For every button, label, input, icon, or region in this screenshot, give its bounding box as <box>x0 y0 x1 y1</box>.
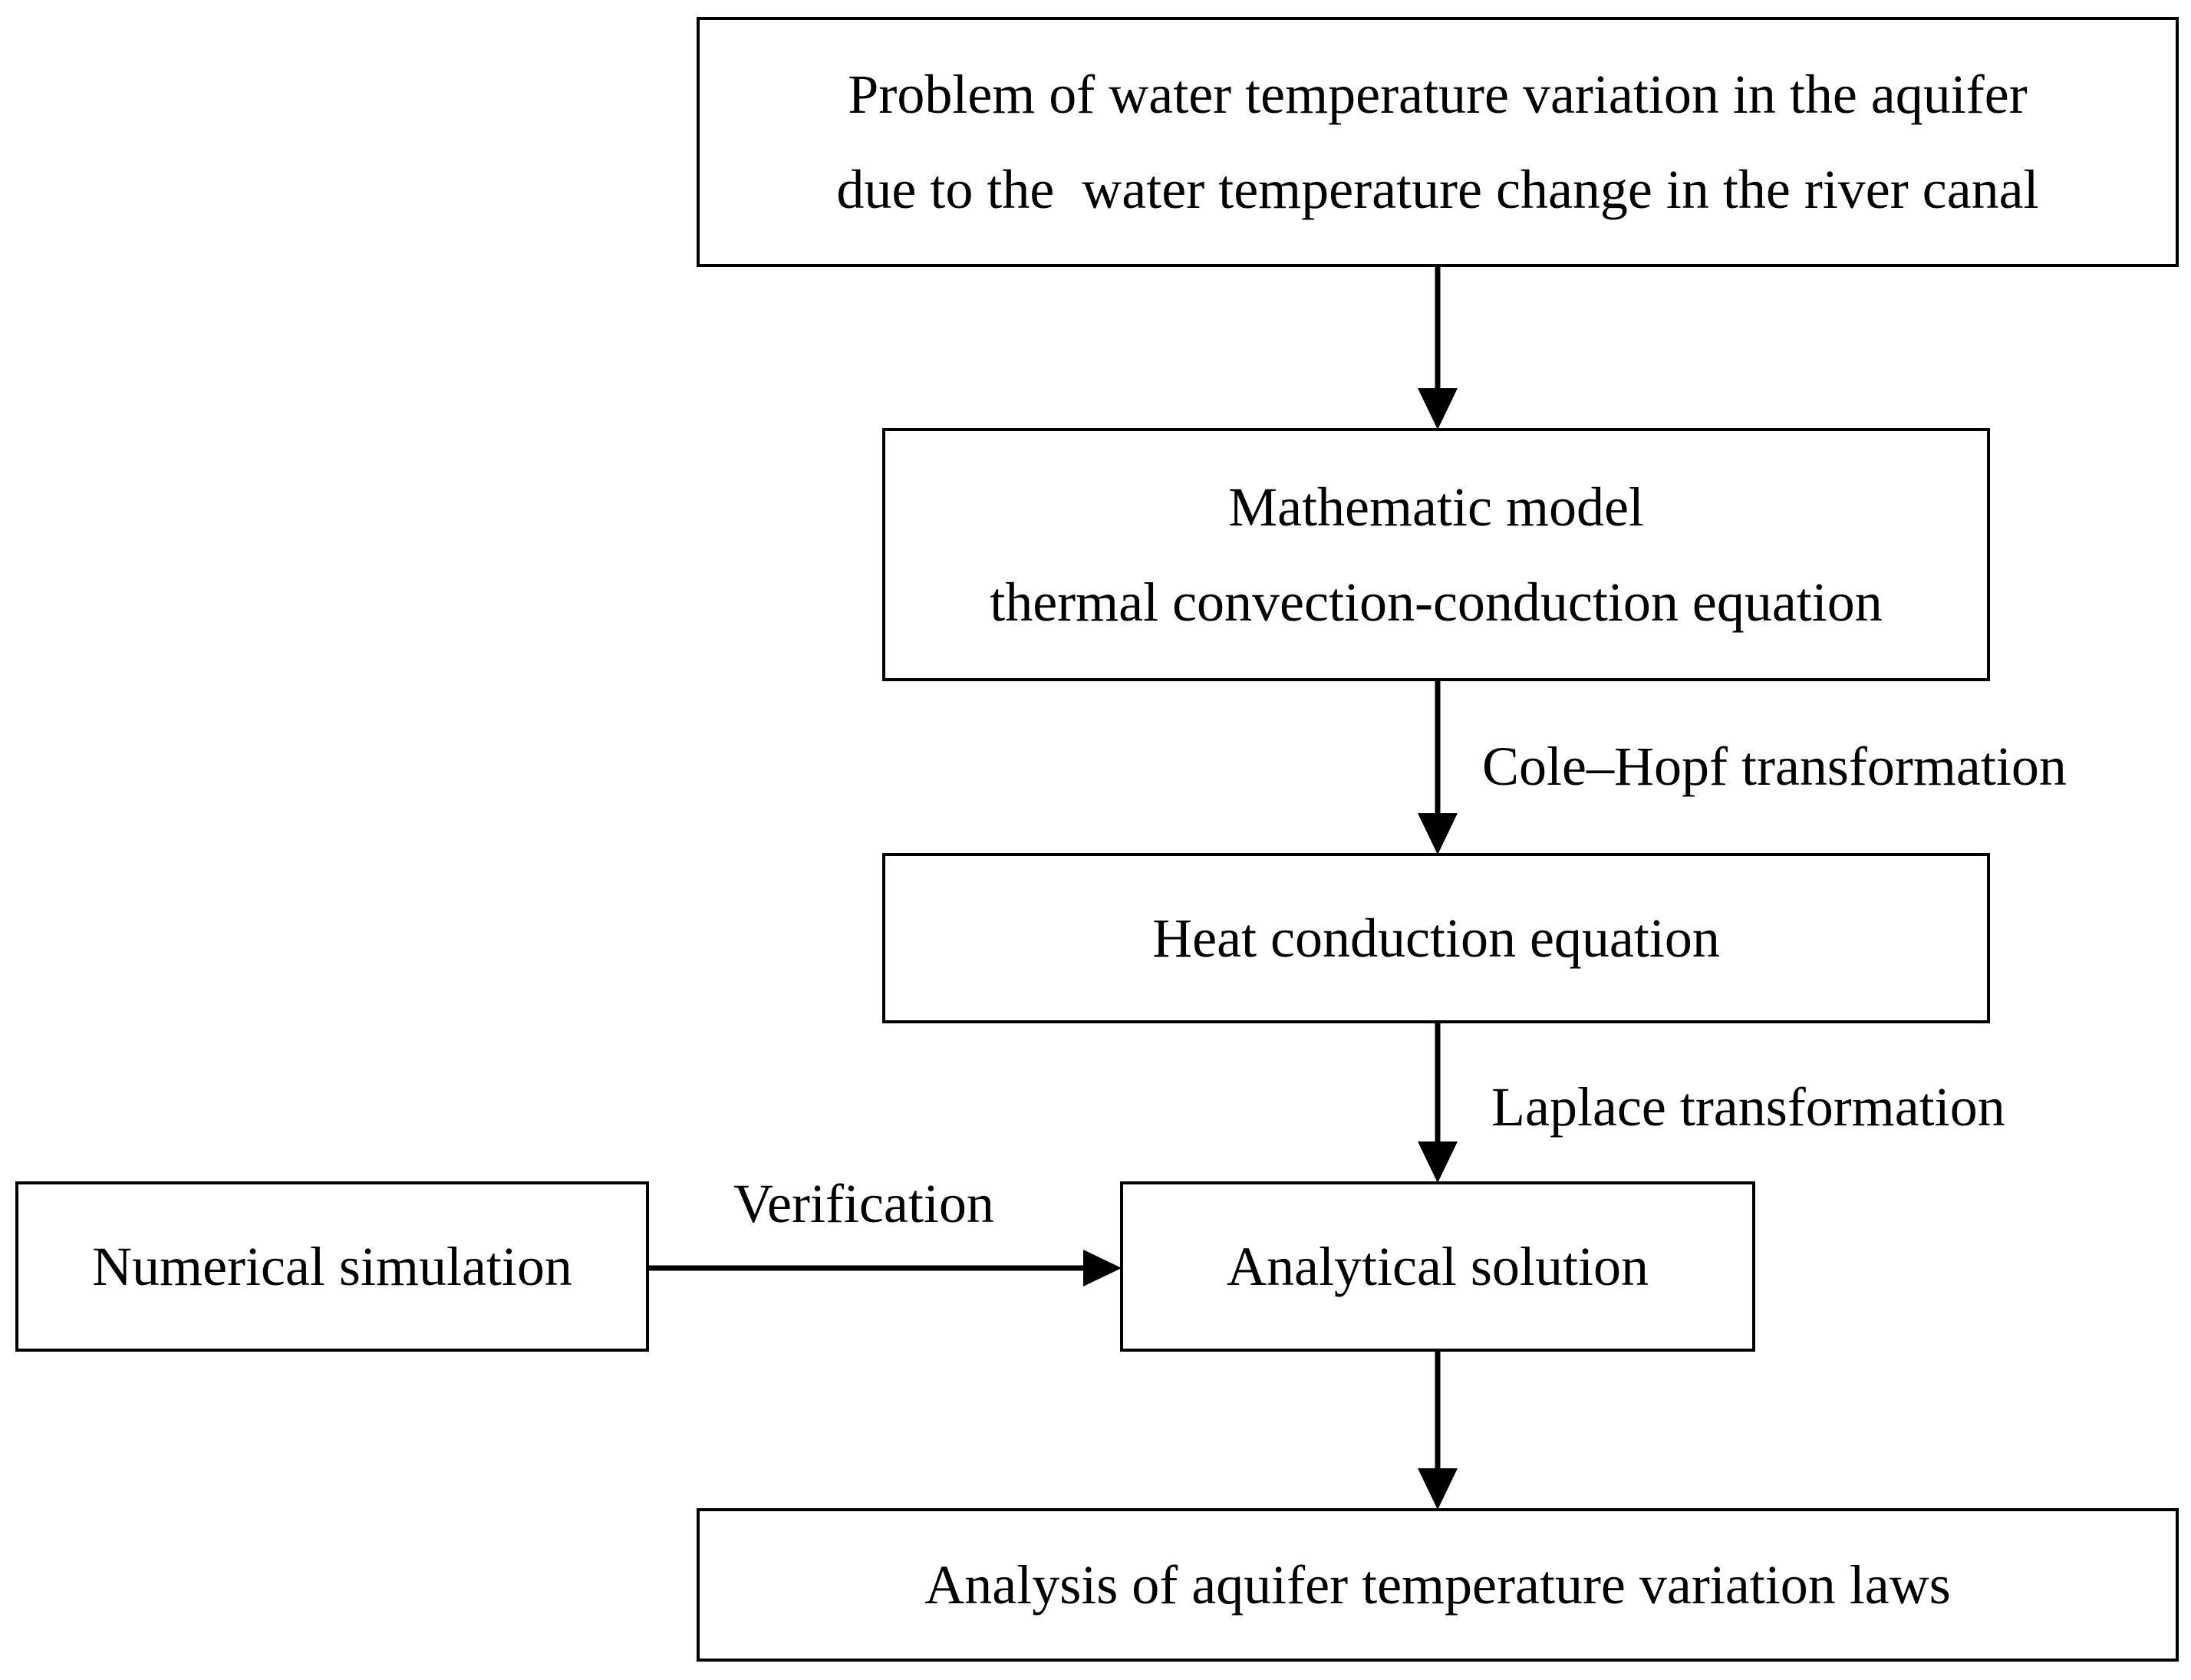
problem-line-1: Problem of water temperature variation i… <box>848 64 2028 125</box>
analytical-solution-box: Analytical solution <box>1120 1181 1755 1352</box>
arrowhead-model <box>1418 388 1458 430</box>
model-line-1: Mathematic model <box>1228 476 1644 538</box>
problem-box: Problem of water temperature variation i… <box>697 17 2179 267</box>
arrowhead-heat <box>1418 813 1458 855</box>
numerical-line-1: Numerical simulation <box>92 1236 572 1297</box>
arrowhead-verification <box>1083 1250 1122 1286</box>
heat-line-1: Heat conduction equation <box>1152 908 1720 969</box>
cole-hopf-label: Cole–Hopf transformation <box>1482 736 2067 797</box>
analysis-box: Analysis of aquifer temperature variatio… <box>697 1508 2179 1662</box>
numerical-simulation-box: Numerical simulation <box>15 1181 649 1352</box>
analysis-line-1: Analysis of aquifer temperature variatio… <box>924 1554 1951 1616</box>
laplace-label: Laplace transformation <box>1491 1076 2005 1138</box>
problem-line-2: due to the water temperature change in t… <box>836 159 2039 220</box>
heat-conduction-box: Heat conduction equation <box>882 853 1990 1023</box>
arrowhead-analysis <box>1418 1468 1458 1510</box>
analytical-line-1: Analytical solution <box>1227 1236 1649 1297</box>
arrowhead-analytical <box>1418 1141 1458 1183</box>
mathematic-model-box: Mathematic model thermal convection-cond… <box>882 428 1990 681</box>
verification-label: Verification <box>733 1173 994 1234</box>
model-line-2: thermal convection-conduction equation <box>990 572 1883 633</box>
